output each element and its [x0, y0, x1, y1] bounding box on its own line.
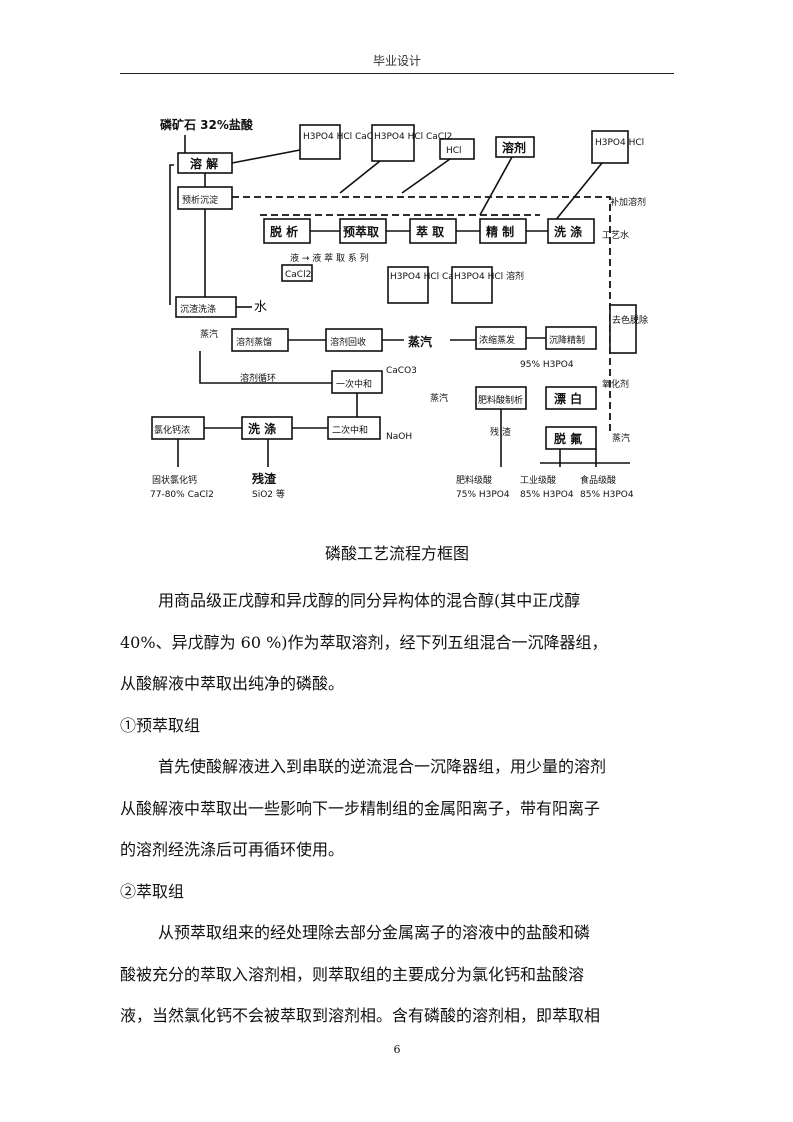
- node-desolvent-label: 脱 氟: [554, 431, 582, 446]
- output-food: 食品级酸: [580, 474, 616, 486]
- output-cacl2-b: 77-80% CaCl2: [150, 490, 214, 500]
- node-bleach-label: 漂 白: [554, 391, 582, 406]
- paragraph-3-line-3: 液，当然氯化钙不会被萃取到溶剂相。含有磷酸的溶剂相，即萃取相: [120, 1006, 601, 1025]
- process-flow-diagram: 磷矿石 32%盐酸 溶 解 预析沉淀 H3PO4 HCl CaCl2 H3PO4…: [140, 105, 660, 525]
- node-pre-extract-label: 预萃取: [343, 224, 379, 239]
- tag-cacl2-label: CaCl2: [285, 270, 311, 280]
- node-bleach: [545, 386, 597, 410]
- input-raw-materials: 磷矿石 32%盐酸: [160, 117, 254, 132]
- node-refine-label: 精 制: [486, 224, 514, 239]
- paragraph-3-line-2: 酸被充分的萃取入溶剂相，则萃取组的主要成分为氯化钙和盐酸溶: [120, 965, 585, 984]
- label-naoh: NaOH: [386, 432, 412, 442]
- flow-diagram-svg: 磷矿石 32%盐酸 溶 解 预析沉淀 H3PO4 HCl CaCl2 H3PO4…: [150, 117, 648, 500]
- label-solvent-cycle: 溶剂循环: [240, 372, 276, 384]
- node-solvent-recycle-label: 溶剂回收: [330, 336, 366, 348]
- paragraph-2-line-3: 的溶剂经洗涤后可再循环使用。: [120, 840, 345, 859]
- node-extract-label: 萃 取: [416, 224, 444, 239]
- paragraph-2-line-2: 从酸解液中萃取出一些影响下一步精制组的金属阳离子，带有阳离子: [120, 799, 601, 818]
- tag-h3po4: [591, 130, 629, 164]
- page-header: 毕业设计: [372, 54, 421, 68]
- output-food-b: 85% H3PO4: [580, 490, 634, 500]
- tag-a: [299, 124, 341, 160]
- output-ind: 工业级酸: [520, 474, 556, 486]
- node-conc-refine-label: 沉降精制: [549, 334, 585, 346]
- output-cacl2: 固状氯化钙: [152, 474, 197, 486]
- section-heading-1: ①预萃取组: [120, 716, 201, 735]
- label-oxidant: 氧化剂: [602, 378, 629, 390]
- label-water: 水: [254, 300, 267, 315]
- tag-b: [371, 124, 415, 162]
- output-ind-b: 85% H3PO4: [520, 490, 574, 500]
- node-solvent-distill-label: 溶剂蒸馏: [236, 336, 272, 348]
- output-residue-b: SiO2 等: [252, 488, 285, 500]
- tag-hcl-label: HCl: [446, 146, 462, 156]
- node-pre-separate-label: 预析沉淀: [182, 194, 218, 206]
- link-2: [231, 149, 301, 164]
- paragraph-1-line-1: 用商品级正戊醇和异戊醇的同分异构体的混合醇(其中正戊醇: [158, 591, 581, 610]
- node-concentrate-label: 浓缩蒸发: [479, 334, 515, 346]
- node-dissolve-label: 溶 解: [190, 156, 218, 171]
- node-cacl2-conc-label: 氯化钙浓: [154, 424, 190, 436]
- tag-b-label: H3PO4 HCl CaCl2: [374, 132, 452, 142]
- tag-box-a: [387, 266, 429, 304]
- node-wash-label: 洗 涤: [554, 224, 582, 239]
- paragraph-2-line-1: 首先使酸解液进入到串联的逆流混合一沉降器组，用少量的溶剂: [158, 757, 607, 776]
- node-desorb-label: 脱 析: [270, 224, 298, 239]
- node-first-neutral-label: 一次中和: [336, 378, 372, 390]
- tag-a-label: H3PO4 HCl CaCl2: [303, 132, 381, 142]
- paragraph-1-line-2: 40%、异戊醇为 60 %)作为萃取溶剂，经下列五组混合一沉降器组，: [120, 633, 608, 652]
- label-steam-1: 蒸汽: [200, 328, 218, 340]
- tag-cacl2: [281, 264, 313, 282]
- page-number: 6: [393, 1043, 401, 1056]
- tag-hcl: [439, 138, 475, 160]
- link-left: [169, 164, 174, 305]
- node-decolor-label: 去色脱除: [612, 314, 648, 326]
- node-desolvent: [545, 426, 597, 450]
- node-decolor: [609, 304, 637, 354]
- output-fert-b: 75% H3PO4: [456, 490, 510, 500]
- link-4: [401, 158, 451, 194]
- label-pct: 95% H3PO4: [520, 360, 574, 370]
- dashed-solvent-loop: [232, 196, 611, 435]
- link-3: [339, 160, 381, 194]
- label-steam-2: 蒸汽: [408, 334, 432, 349]
- label-caco3: CaCO3: [386, 366, 417, 376]
- node-pre-extract: [339, 218, 387, 244]
- output-fert: 肥料级酸: [456, 474, 492, 486]
- tag-h3po4-label: H3PO4 HCl: [595, 138, 644, 148]
- node-second-neutral-label: 二次中和: [332, 424, 368, 436]
- node-extract: [409, 218, 457, 244]
- label-process-water: 工艺水: [602, 229, 629, 241]
- node-fert-acid-label: 肥料酸制析: [478, 394, 523, 406]
- label-steam-4: 蒸汽: [612, 432, 630, 444]
- tag-box-b: [451, 266, 493, 304]
- label-steam-3: 蒸汽: [430, 392, 448, 404]
- figure-caption: 磷酸工艺流程方框图: [324, 544, 469, 563]
- section-heading-2: ②萃取组: [120, 882, 185, 901]
- paragraph-1-line-3: 从酸解液中萃取出纯净的磷酸。: [120, 674, 345, 693]
- output-residue: 残渣: [252, 471, 277, 486]
- tag-solvent: [495, 136, 535, 158]
- node-desorb: [263, 218, 311, 244]
- link-conc: [450, 337, 546, 341]
- paragraph-3-line-1: 从预萃取组来的经处理除去部分金属离子的溶液中的盐酸和磷: [158, 923, 591, 942]
- label-stream-row: 液 → 液 萃 取 系 列: [290, 252, 369, 264]
- tag-box-b-label: H3PO4 HCl 溶剂: [454, 270, 524, 282]
- label-add-solvent: 补加溶剂: [610, 196, 646, 208]
- tag-solvent-label: 溶剂: [502, 140, 526, 155]
- node-settle-wash-label: 沉渣洗涤: [180, 303, 216, 315]
- node-wash2-label: 洗 涤: [248, 421, 276, 436]
- link-cycle: [199, 351, 332, 384]
- link-outputs: [177, 409, 597, 467]
- node-wash: [547, 218, 595, 244]
- link-5: [479, 156, 513, 216]
- header-rule: [120, 73, 674, 74]
- link-6: [549, 162, 603, 228]
